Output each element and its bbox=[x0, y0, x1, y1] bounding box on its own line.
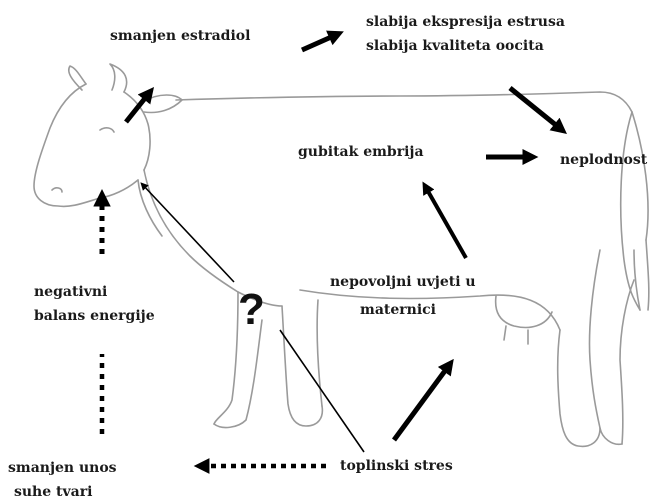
label-reduced-intake-line2: suhe tvari bbox=[14, 482, 92, 502]
arrow-question-to-head bbox=[142, 184, 234, 282]
label-heat-stress: toplinski stres bbox=[340, 456, 453, 476]
arrow-uterine-to-embryo bbox=[425, 186, 466, 258]
arrow-estradiol-to-estrus bbox=[302, 34, 338, 50]
arrow-heat-to-uterine bbox=[394, 364, 450, 440]
label-embryo-loss: gubitak embrija bbox=[298, 142, 424, 162]
label-infertility: neplodnost bbox=[560, 150, 647, 170]
arrow-oocyte-to-infertility bbox=[510, 88, 562, 130]
label-reduced-intake-line1: smanjen unos bbox=[8, 458, 117, 478]
label-uterine-line1: nepovoljni uvjeti u bbox=[330, 272, 476, 292]
arrow-head-to-estradiol bbox=[126, 92, 150, 122]
label-reduced-estradiol: smanjen estradiol bbox=[110, 26, 250, 46]
question-mark-unknown-effect: ? bbox=[238, 288, 265, 332]
line-heat-to-question bbox=[280, 330, 364, 452]
label-neb-line2: balans energije bbox=[34, 306, 155, 326]
label-neb-line1: negativni bbox=[34, 282, 107, 302]
label-uterine-line2: maternici bbox=[360, 300, 436, 320]
label-weaker-estrus-line1: slabija ekspresija estrusa bbox=[366, 12, 565, 32]
label-weaker-estrus-line2: slabija kvaliteta oocita bbox=[366, 36, 544, 56]
